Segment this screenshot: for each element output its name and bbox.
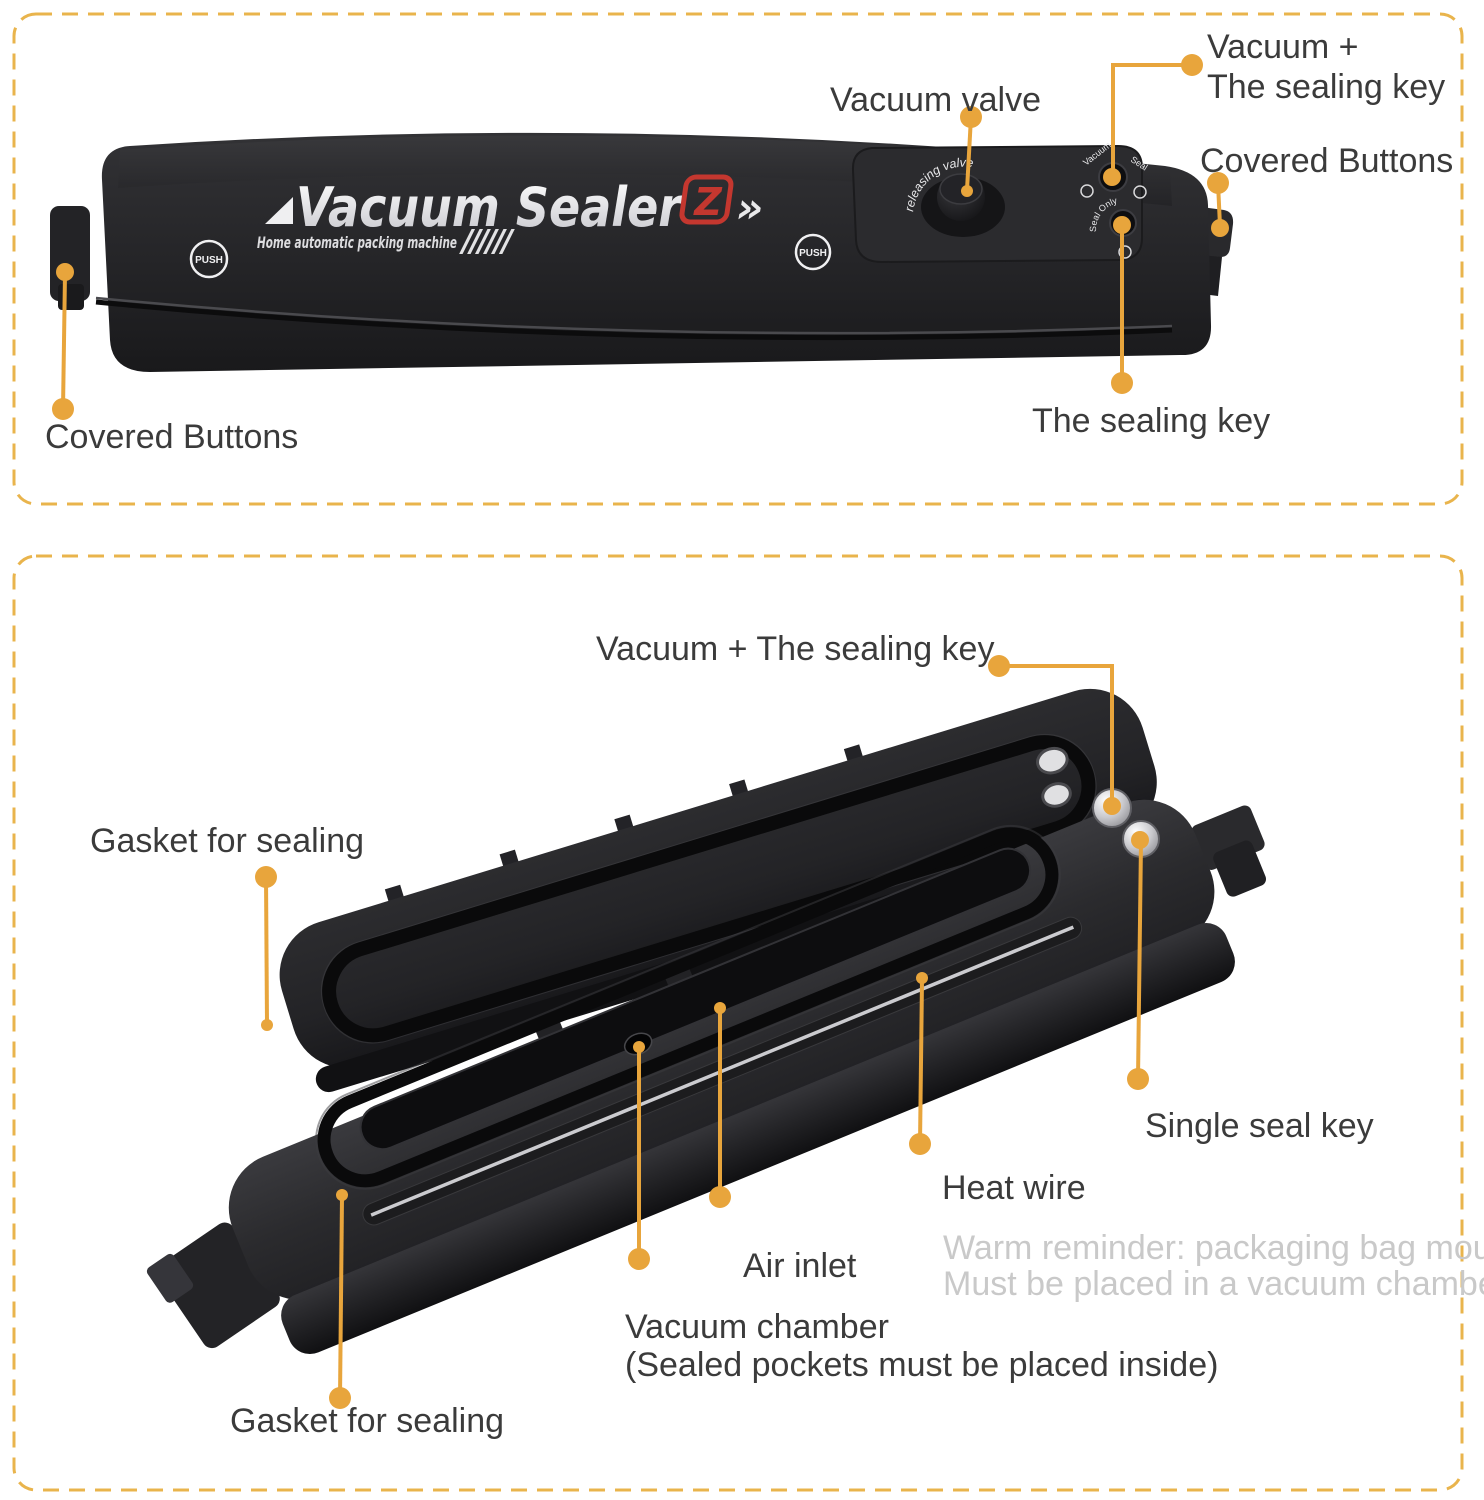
dot-vacuum-seal-bottom-end <box>1103 797 1121 815</box>
label-vacuum-seal-top-line2: The sealing key <box>1207 68 1446 106</box>
push-circle-left[interactable] <box>189 239 229 279</box>
brand-triangle-icon <box>265 197 293 224</box>
base-front-face <box>281 923 1235 1355</box>
dot-covered-right-end <box>1211 219 1229 237</box>
brand-z-box <box>679 174 734 225</box>
seal-icon <box>1118 245 1132 259</box>
lid-screw-hole-2 <box>1041 782 1072 808</box>
dot-single-seal <box>1127 1068 1149 1090</box>
label-vacuum-chamber: Vacuum chamber(Sealed pockets must be pl… <box>625 1308 1218 1384</box>
dot-vacuum-seal-bottom <box>988 655 1010 677</box>
dot-single-seal-end <box>1131 831 1149 849</box>
base-gasket <box>317 827 1059 1188</box>
dot-vacuum-chamber <box>709 1186 731 1208</box>
label-vacuum-chamber-line1: Vacuum chamber <box>625 1308 889 1346</box>
label-gasket-top: Gasket for sealing <box>90 822 365 860</box>
bottom-panel-border <box>12 554 1464 1492</box>
brand-slashes: ////// <box>459 224 516 259</box>
dot-covered-right <box>1207 172 1229 194</box>
leader-vacuum-seal-bottom <box>999 664 1114 804</box>
leader-gasket-top <box>264 876 269 1025</box>
leader-covered-left <box>61 273 67 410</box>
label-gasket-bottom: Gasket for sealing <box>230 1402 505 1440</box>
push-circle-right[interactable] <box>794 233 832 271</box>
valve-top <box>939 173 983 205</box>
label-vacuum-seal-top-line1: Vacuum + <box>1207 28 1359 66</box>
label-vacuum-seal-top: Vacuum +The sealing key <box>1207 27 1445 107</box>
dot-vacuum-valve-end <box>961 185 973 197</box>
seam-highlight <box>95 296 1173 335</box>
left-latch-hook <box>58 284 84 310</box>
dot-heat-wire-end <box>916 972 928 984</box>
leader-gasket-bottom <box>338 1196 344 1399</box>
vacuum-chamber <box>359 847 1032 1151</box>
leader-vacuum-valve <box>965 116 973 191</box>
vacuum-icon-left <box>1080 184 1094 198</box>
label-vacuum-valve: Vacuum valve <box>830 81 1042 119</box>
dot-sealing-key-top-end <box>1113 216 1131 234</box>
leader-dots <box>52 54 1229 1409</box>
heat-wire <box>370 925 1075 1217</box>
base-gasket-outline <box>315 824 1061 1190</box>
label-covered-buttons-left: Covered Buttons <box>45 418 299 456</box>
label-warm-reminder-line2: Must be placed in a vacuum chamber <box>943 1265 1484 1303</box>
dot-air-inlet-end <box>633 1041 645 1053</box>
label-sealing-key-top: The sealing key <box>1032 402 1271 440</box>
brand-text: Vacuum Sealer <box>296 176 684 239</box>
push-text-left: PUSH <box>195 255 223 266</box>
dot-gasket-top <box>255 866 277 888</box>
lid-gasket <box>322 735 1096 1043</box>
lid-slab <box>279 688 1157 1069</box>
leader-vacuum-seal-top <box>1111 63 1192 172</box>
dot-gasket-bottom-end <box>336 1189 348 1201</box>
vacuum-icon-right <box>1133 185 1147 199</box>
dot-gasket-bottom <box>329 1387 351 1409</box>
dot-sealing-key-top <box>1111 372 1133 394</box>
dot-vacuum-seal-top <box>1181 54 1203 76</box>
label-covered-buttons-right: Covered Buttons <box>1200 142 1454 180</box>
brand-chevrons: » <box>736 183 763 232</box>
label-vacuum-chamber-line2: (Sealed pockets must be placed inside) <box>625 1346 1219 1384</box>
top-panel-border <box>12 12 1464 506</box>
dot-vacuum-seal-top-end <box>1103 168 1121 186</box>
label-warm-reminder-line1: Warm reminder: packaging bag mouth <box>943 1229 1484 1267</box>
label-single-seal-key: Single seal key <box>1145 1107 1374 1145</box>
dot-vacuum-valve <box>960 106 982 128</box>
push-text-right: PUSH <box>799 248 827 259</box>
brand-z-text: Z <box>693 180 723 224</box>
brand-subtitle: Home automatic packing machine <box>257 233 457 252</box>
leaders <box>61 63 1222 1399</box>
leader-single-seal <box>1136 841 1143 1080</box>
label-heat-wire: Heat wire <box>942 1169 1086 1207</box>
dot-heat-wire <box>909 1133 931 1155</box>
dot-gasket-top-end <box>261 1019 273 1031</box>
dot-air-inlet <box>628 1248 650 1270</box>
sealer-closed: releasing valve Vacuum Seal Seal Only PU… <box>50 132 1234 372</box>
dot-vacuum-chamber-end <box>714 1002 726 1014</box>
label-vacuum-seal-bottom: Vacuum + The sealing key <box>596 630 995 668</box>
dot-covered-left-end <box>56 263 74 281</box>
lid-screw-hole-1 <box>1036 746 1069 775</box>
label-air-inlet: Air inlet <box>743 1247 857 1285</box>
dot-covered-left <box>52 398 74 420</box>
seam-line <box>95 299 1173 341</box>
base-left-latch-hook <box>146 1253 194 1303</box>
leader-heat-wire <box>918 979 924 1145</box>
base-right-latch-lower <box>1213 840 1267 897</box>
